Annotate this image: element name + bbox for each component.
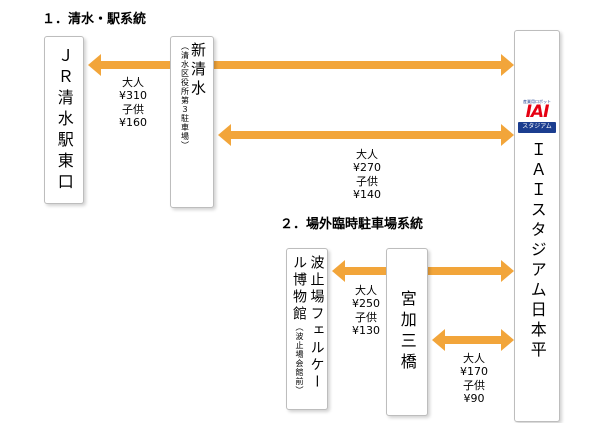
route-arrow-miyakami-to-stadium xyxy=(432,329,514,351)
stop-note: （清水区役所第３駐車場） xyxy=(180,42,190,151)
arrow-shaft xyxy=(443,336,503,344)
fare-adult-label: 大人 xyxy=(356,148,378,161)
fare-child-label: 子供 xyxy=(355,310,377,324)
fare-child-label: 子供 xyxy=(356,174,378,188)
fare-museum-route: 大人 ¥250 子供 ¥130 xyxy=(342,284,390,338)
fare-child-price: ¥130 xyxy=(352,324,380,338)
fare-adult-price: ¥270 xyxy=(353,161,381,175)
logo-band-text: スタジアム xyxy=(518,122,556,133)
fare-miyakami-route: 大人 ¥170 子供 ¥90 xyxy=(450,352,498,406)
stop-name: 宮加三橋 xyxy=(397,290,417,374)
fare-jr-route: 大人 ¥310 子供 ¥160 xyxy=(109,76,157,130)
fare-child-price: ¥90 xyxy=(463,392,485,406)
fare-child-label: 子供 xyxy=(122,102,144,116)
fare-child-price: ¥140 xyxy=(353,188,381,202)
stop-miyakami-bashi: 宮加三橋 xyxy=(386,248,428,416)
vertical-text-wrap: 新清水 （清水区役所第３駐車場） xyxy=(178,42,208,202)
stop-name: 新清水 xyxy=(189,42,208,100)
stop-name: 波止場フェルケール博物館（波止場会館前） xyxy=(290,255,325,403)
stop-jr-shimizu-east-exit: ＪＲ清水駅東口 xyxy=(44,36,84,204)
route-arrow-jr-to-stadium xyxy=(88,54,514,76)
arrow-shaft xyxy=(229,131,503,139)
fare-adult-label: 大人 xyxy=(122,76,144,89)
stop-name-text: 波止場フェルケール博物館 xyxy=(291,255,325,391)
route-arrow-shinshimizu-to-stadium xyxy=(218,124,514,146)
fare-shinshimizu-route: 大人 ¥270 子供 ¥140 xyxy=(343,148,391,202)
stop-shin-shimizu: 新清水 （清水区役所第３駐車場） xyxy=(170,36,214,208)
fare-adult-price: ¥310 xyxy=(119,89,147,103)
fare-adult-price: ¥170 xyxy=(460,365,488,379)
stop-name: ＩＡＩスタジアム日本平 xyxy=(527,140,547,361)
fare-adult-label: 大人 xyxy=(463,352,485,365)
logo-tagline: 産業用ロボット xyxy=(523,99,551,104)
stop-verkehr-museum: 波止場フェルケール博物館（波止場会館前） xyxy=(286,248,328,410)
fare-child-price: ¥160 xyxy=(119,116,147,130)
fare-child-label: 子供 xyxy=(463,378,485,392)
fare-adult-price: ¥250 xyxy=(352,297,380,311)
iai-stadium-logo: 産業用ロボット IAI スタジアム xyxy=(518,99,556,133)
stop-note: （波止場会館前） xyxy=(295,323,304,395)
section-title-parking-route: ２．場外臨時駐車場系統 xyxy=(280,217,424,232)
section-title-station-route: １．清水・駅系統 xyxy=(42,12,147,27)
stop-iai-stadium-nihondaira: 産業用ロボット IAI スタジアム ＩＡＩスタジアム日本平 xyxy=(514,30,560,422)
stop-name: ＪＲ清水駅東口 xyxy=(54,46,74,194)
fare-adult-label: 大人 xyxy=(355,284,377,297)
arrow-shaft xyxy=(99,61,503,69)
logo-brand-text: IAI xyxy=(525,102,550,123)
